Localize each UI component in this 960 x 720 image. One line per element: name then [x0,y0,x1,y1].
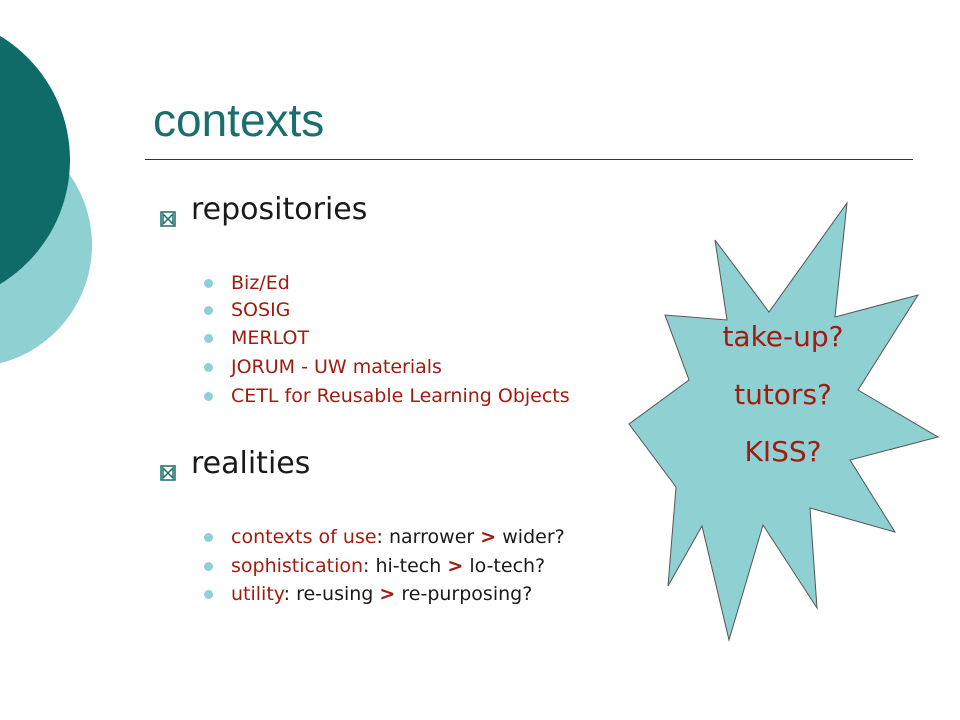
section-heading: realities [191,446,311,481]
starburst-shape [628,201,940,642]
bullet-dot-icon [204,392,213,401]
callout-line: KISS? [744,435,822,468]
section-heading: repositories [191,192,368,227]
page-title: contexts [153,94,325,146]
bullet-dot-icon [204,590,213,599]
bullet-dot-icon [204,533,213,542]
bullet-dot-icon [204,562,213,571]
bullet-dot-icon [204,363,213,372]
hollow-square-bullet-icon [160,200,176,236]
bullet-dot-icon [204,334,213,343]
callout-line: take-up? [722,320,844,353]
callout-line: tutors? [734,378,832,411]
title-divider [145,159,913,160]
bullet-dot-icon [204,279,213,288]
dark-teal-circle [0,35,70,285]
hollow-square-bullet-icon [160,454,176,490]
bullet-dot-icon [204,306,213,315]
